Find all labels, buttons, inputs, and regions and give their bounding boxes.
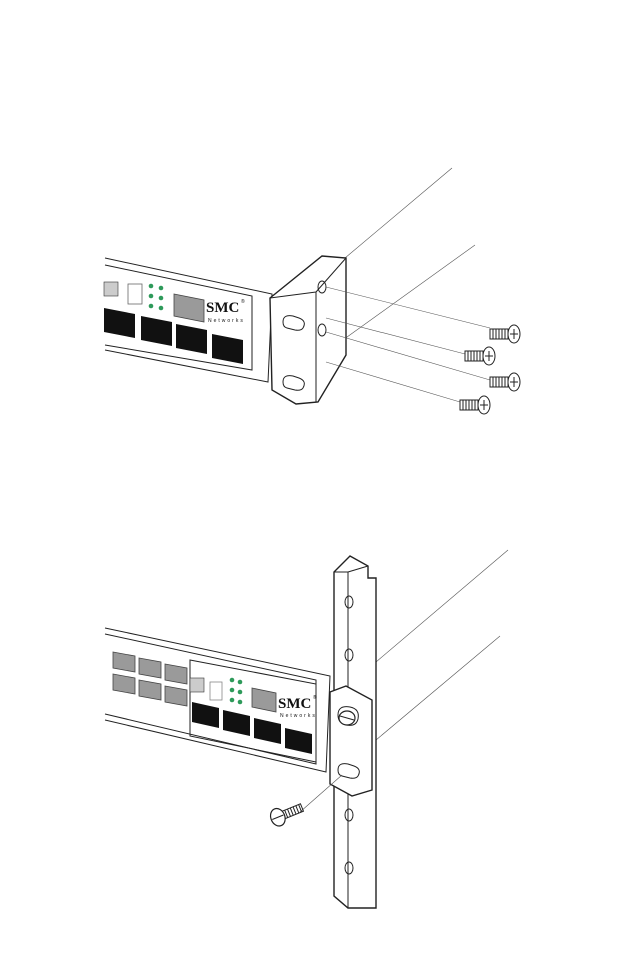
screw (465, 347, 495, 365)
status-led (149, 294, 154, 299)
status-led (149, 304, 154, 309)
rack-edge-bottom (376, 636, 500, 740)
rj45-port (165, 686, 187, 706)
switch-front-panel: SMC ® Networks (105, 628, 330, 772)
mounting-bracket (270, 256, 346, 404)
sfp-port (104, 308, 135, 338)
display-panel (128, 284, 142, 304)
brand-subtitle: Networks (208, 318, 245, 324)
sfp-port (176, 324, 207, 354)
status-led (159, 296, 164, 301)
uplink-port (252, 688, 276, 712)
rj45-port (113, 652, 135, 672)
sfp-port (285, 728, 312, 754)
mounting-bracket (330, 686, 372, 796)
status-led (238, 690, 243, 695)
sfp-port (254, 718, 281, 744)
screw (490, 325, 520, 343)
console-port (190, 678, 204, 692)
guide-line (326, 362, 460, 402)
rj45-port (139, 658, 161, 678)
status-led (159, 306, 164, 311)
screw (268, 799, 305, 828)
status-led (238, 680, 243, 685)
figure-mount-in-rack: SMC ® Networks (105, 550, 508, 908)
screw (490, 373, 520, 391)
status-led (238, 700, 243, 705)
screw (460, 396, 490, 414)
sfp-port (212, 334, 243, 364)
rj45-port (139, 680, 161, 700)
brand-registered-mark: ® (241, 298, 245, 305)
rack-edge-top (376, 550, 508, 662)
status-led (230, 678, 235, 683)
figure-attach-brackets: SMC ® Networks (104, 168, 520, 414)
console-port (104, 282, 118, 296)
body-edge-top (345, 168, 452, 258)
brand-logo: SMC (206, 300, 239, 316)
sfp-port (141, 316, 172, 346)
status-led (149, 284, 154, 289)
rj45-port (165, 664, 187, 684)
sfp-port (192, 702, 219, 728)
uplink-port (174, 294, 204, 322)
brand-subtitle: Networks (280, 713, 317, 719)
installed-screw (339, 711, 355, 725)
switch-front-panel: SMC ® Networks (104, 258, 272, 382)
display-panel (210, 682, 222, 700)
sfp-port (223, 710, 250, 736)
status-led (230, 688, 235, 693)
brand-registered-mark: ® (313, 694, 317, 701)
status-led (230, 698, 235, 703)
status-led (159, 286, 164, 291)
guide-line (326, 318, 465, 354)
brand-logo: SMC (278, 696, 311, 712)
rj45-port (113, 674, 135, 694)
